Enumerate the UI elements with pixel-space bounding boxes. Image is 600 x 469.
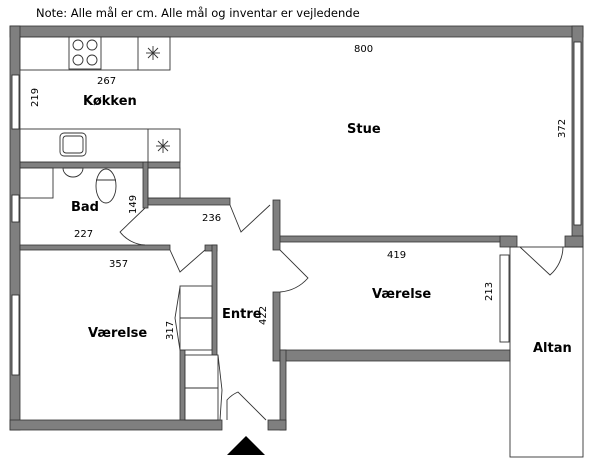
window-living: [573, 41, 582, 226]
wall-kitchen-bottom: [19, 161, 181, 169]
wall-living-bottom: [274, 235, 511, 243]
burner-icon: [72, 54, 84, 66]
bath-width: 227: [74, 229, 93, 240]
room-label-entrance: Entre: [222, 307, 262, 322]
wall-bottom-left: [9, 419, 223, 431]
washbasin-icon: [62, 167, 84, 178]
wall-entrance-left: [211, 244, 218, 356]
windows: [11, 41, 582, 376]
fridge-star-icon: [146, 46, 160, 60]
bath-cabinet: [19, 167, 54, 199]
window-bath: [11, 194, 20, 223]
hall-cabinet: [147, 167, 181, 199]
entrance-depth: 422: [258, 306, 269, 325]
wall-bath-right: [142, 161, 149, 209]
wall-closet: [179, 349, 186, 423]
wall-entrance-right-bottom: [279, 349, 287, 431]
wall-top: [9, 25, 584, 38]
wall-bottom-right: [267, 419, 287, 431]
bedroom-left-width: 357: [109, 259, 128, 270]
door-balcony[interactable]: [519, 246, 564, 276]
bath-depth: 149: [128, 195, 139, 214]
burner-icon: [72, 39, 84, 51]
bedroom-right-width: 419: [387, 250, 406, 261]
bedroom-left-depth: 317: [165, 321, 176, 340]
wardrobes: [179, 285, 219, 421]
toilet-icon: [95, 168, 117, 204]
kitchen-width: 267: [97, 76, 116, 87]
walls: [9, 25, 584, 431]
burner-icon: [86, 54, 98, 66]
wall-entrance-right-lower: [272, 291, 281, 362]
door-bath[interactable]: [119, 207, 146, 246]
room-label-living: Stue: [347, 122, 381, 137]
freezer-star-icon: [156, 139, 170, 153]
entrance-arrow-icon: [227, 436, 265, 455]
wall-bedroom-right-bottom: [279, 349, 511, 362]
sink-icon: [59, 132, 87, 157]
room-label-kitchen: Køkken: [83, 94, 137, 109]
door-bedroom-left[interactable]: [169, 249, 206, 273]
living-depth: 372: [557, 119, 568, 138]
room-label-bath: Bad: [71, 200, 99, 215]
burner-icon: [86, 39, 98, 51]
wall-bath-bottom: [19, 244, 171, 251]
window-kitchen: [11, 74, 20, 130]
kitchen-counter-lower: [19, 128, 181, 163]
doors: [119, 204, 564, 421]
plan-note: Note: Alle mål er cm. Alle mål og invent…: [36, 6, 360, 20]
door-entrance[interactable]: [226, 391, 267, 421]
window-bedroom-right: [499, 254, 510, 343]
bedroom-right-depth: 213: [484, 282, 495, 301]
door-bedroom-right[interactable]: [279, 249, 309, 293]
kitchen-fixtures: [19, 36, 181, 163]
bath-fixtures: [19, 167, 181, 204]
wall-hall-top: [147, 197, 231, 206]
wall-entrance-right-upper: [272, 199, 281, 251]
door-hall-double[interactable]: [229, 204, 271, 233]
hall-width: 236: [202, 213, 221, 224]
room-label-bedroom-left: Værelse: [88, 326, 147, 341]
wall-balcony-right: [564, 235, 584, 248]
living-width: 800: [354, 44, 373, 55]
wall-balcony-left: [499, 235, 518, 248]
room-label-balcony: Altan: [533, 341, 572, 356]
room-label-bedroom-right: Værelse: [372, 287, 431, 302]
kitchen-depth: 219: [30, 88, 41, 107]
wardrobe-lower: [184, 354, 219, 421]
balcony-outline: [509, 246, 584, 458]
labels: 267 219 Køkken 800 Stue 372 Bad 149 227 …: [30, 44, 572, 356]
window-bedroom-left: [11, 294, 20, 376]
